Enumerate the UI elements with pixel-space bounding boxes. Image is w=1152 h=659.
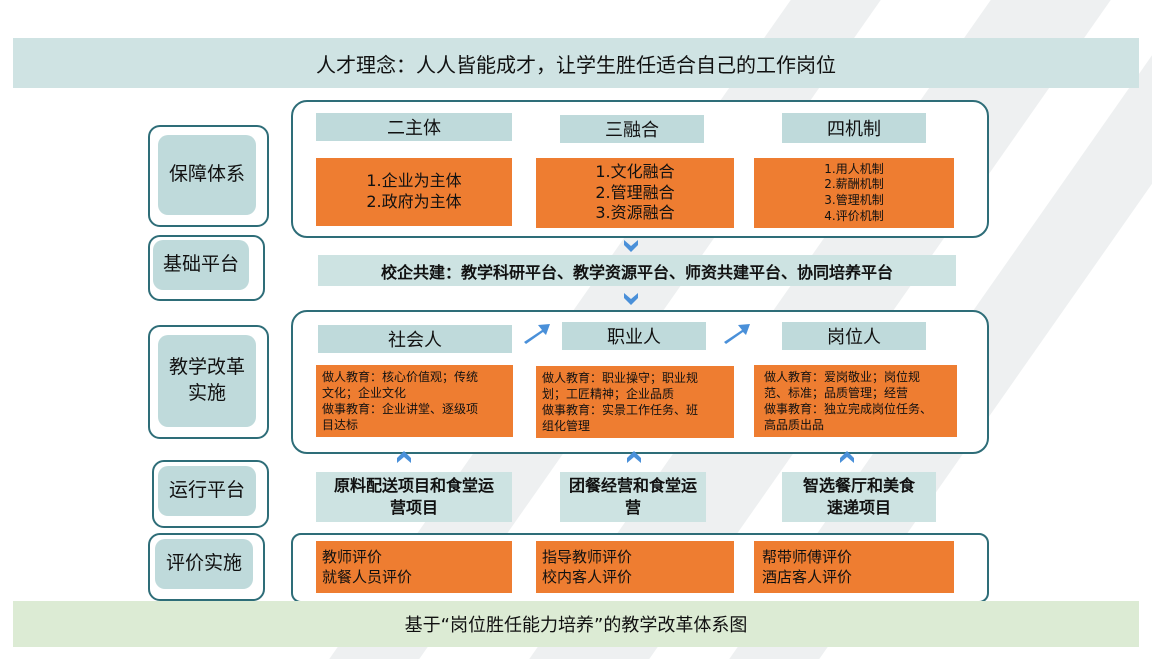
down-arrow-icon — [624, 293, 638, 305]
text-line: 团餐经营和食堂运 — [568, 476, 697, 496]
up-right-arrow-icon — [724, 324, 750, 344]
text-line: 原料配送项目和食堂运 — [333, 476, 494, 496]
text-line: 速递项目 — [826, 498, 891, 517]
operation-label: 运行平台 — [158, 466, 256, 516]
text-line: 智选餐厅和美食 — [802, 476, 915, 496]
reform-label-line1: 教学改革 — [168, 356, 245, 379]
foundation-platform-bar: 校企共建：教学科研平台、教学资源平台、师资共建平台、协同培养平台 — [318, 255, 956, 286]
text-line: 做人教育：职业操守；职业规 — [542, 370, 699, 385]
operation-platform-material-delivery: 原料配送项目和食堂运 营项目 — [316, 472, 512, 522]
operation-platform-group-meal: 团餐经营和食堂运 营 — [560, 472, 706, 522]
text-line: 2.管理融合 — [595, 182, 675, 202]
reform-header-social-person: 社会人 — [318, 325, 512, 353]
text-line: 做人教育：爱岗敬业；岗位规 — [764, 369, 921, 384]
guarantee-label: 保障体系 — [158, 135, 256, 215]
guarantee-box-mechanisms: 1.用人机制 2.薪酬机制 3.管理机制 4.评价机制 — [754, 158, 954, 228]
text-line: 3.资源融合 — [595, 203, 675, 223]
up-arrow-icon — [397, 451, 411, 463]
down-arrow-icon — [624, 240, 638, 252]
text-line: 就餐人员评价 — [322, 568, 413, 586]
operation-platform-smart-restaurant: 智选餐厅和美食 速递项目 — [782, 472, 936, 522]
text-line: 1.用人机制 — [824, 161, 884, 176]
up-arrow-icon — [840, 451, 854, 463]
text-line: 1.企业为主体 — [366, 171, 462, 191]
guarantee-header-three-integrations: 三融合 — [560, 115, 704, 143]
text-line: 2.政府为主体 — [366, 192, 462, 211]
text-line: 营项目 — [389, 498, 438, 517]
text-line: 帮带师傅评价 — [762, 547, 853, 566]
text-line: 酒店客人评价 — [762, 568, 853, 586]
text-line: 做事教育：实景工作任务、班 — [542, 403, 699, 417]
reform-box-post-person: 做人教育：爱岗敬业；岗位规 范、标准；品质管理；经营 做事教育：独立完成岗位任务… — [754, 365, 957, 437]
text-line: 2.薪酬机制 — [824, 177, 884, 192]
text-line: 教师评价 — [322, 547, 383, 566]
up-arrow-icon — [627, 451, 641, 463]
guarantee-header-four-mechanisms: 四机制 — [782, 113, 926, 143]
text-line: 校内客人评价 — [542, 568, 633, 586]
text-line: 指导教师评价 — [542, 547, 633, 566]
text-line: 高品质出品 — [764, 418, 825, 433]
reform-header-post-person: 岗位人 — [782, 322, 926, 350]
text-line: 做事教育：独立完成岗位任务、 — [764, 402, 933, 416]
evaluation-box-mentor: 帮带师傅评价 酒店客人评价 — [754, 541, 954, 593]
text-line: 3.管理机制 — [824, 193, 884, 207]
text-line: 文化；企业文化 — [322, 385, 407, 400]
reform-label: 教学改革 实施 — [158, 335, 256, 427]
diagram-caption: 基于“岗位胜任能力培养”的教学改革体系图 — [13, 601, 1139, 647]
up-right-arrow-icon — [524, 324, 550, 344]
evaluation-label: 评价实施 — [155, 539, 253, 589]
guarantee-box-subjects: 1.企业为主体 2.政府为主体 — [316, 158, 512, 226]
guarantee-header-two-subjects: 二主体 — [316, 113, 512, 141]
text-line: 1.文化融合 — [595, 161, 675, 181]
talent-concept-banner: 人才理念：人人皆能成才，让学生胜任适合自己的工作岗位 — [13, 38, 1139, 88]
text-line: 目达标 — [322, 418, 359, 433]
text-line: 做事教育：企业讲堂、逐级项 — [322, 402, 479, 416]
reform-box-professional-person: 做人教育：职业操守；职业规 划；工匠精神；企业品质 做事教育：实景工作任务、班 … — [536, 366, 734, 438]
evaluation-box-teacher: 教师评价 就餐人员评价 — [316, 541, 512, 593]
text-line: 4.评价机制 — [824, 208, 884, 223]
evaluation-box-guide-teacher: 指导教师评价 校内客人评价 — [536, 541, 734, 593]
text-line: 营 — [624, 498, 641, 517]
reform-header-professional-person: 职业人 — [562, 322, 706, 350]
foundation-label: 基础平台 — [153, 240, 249, 290]
reform-box-social-person: 做人教育：核心价值观；传统 文化；企业文化 做事教育：企业讲堂、逐级项 目达标 — [316, 365, 513, 437]
text-line: 范、标准；品质管理；经营 — [764, 385, 909, 400]
reform-label-line2: 实施 — [187, 382, 226, 404]
text-line: 做人教育：核心价值观；传统 — [322, 369, 479, 384]
text-line: 组化管理 — [542, 419, 591, 434]
text-line: 划；工匠精神；企业品质 — [542, 386, 675, 401]
guarantee-box-integrations: 1.文化融合 2.管理融合 3.资源融合 — [536, 158, 734, 228]
